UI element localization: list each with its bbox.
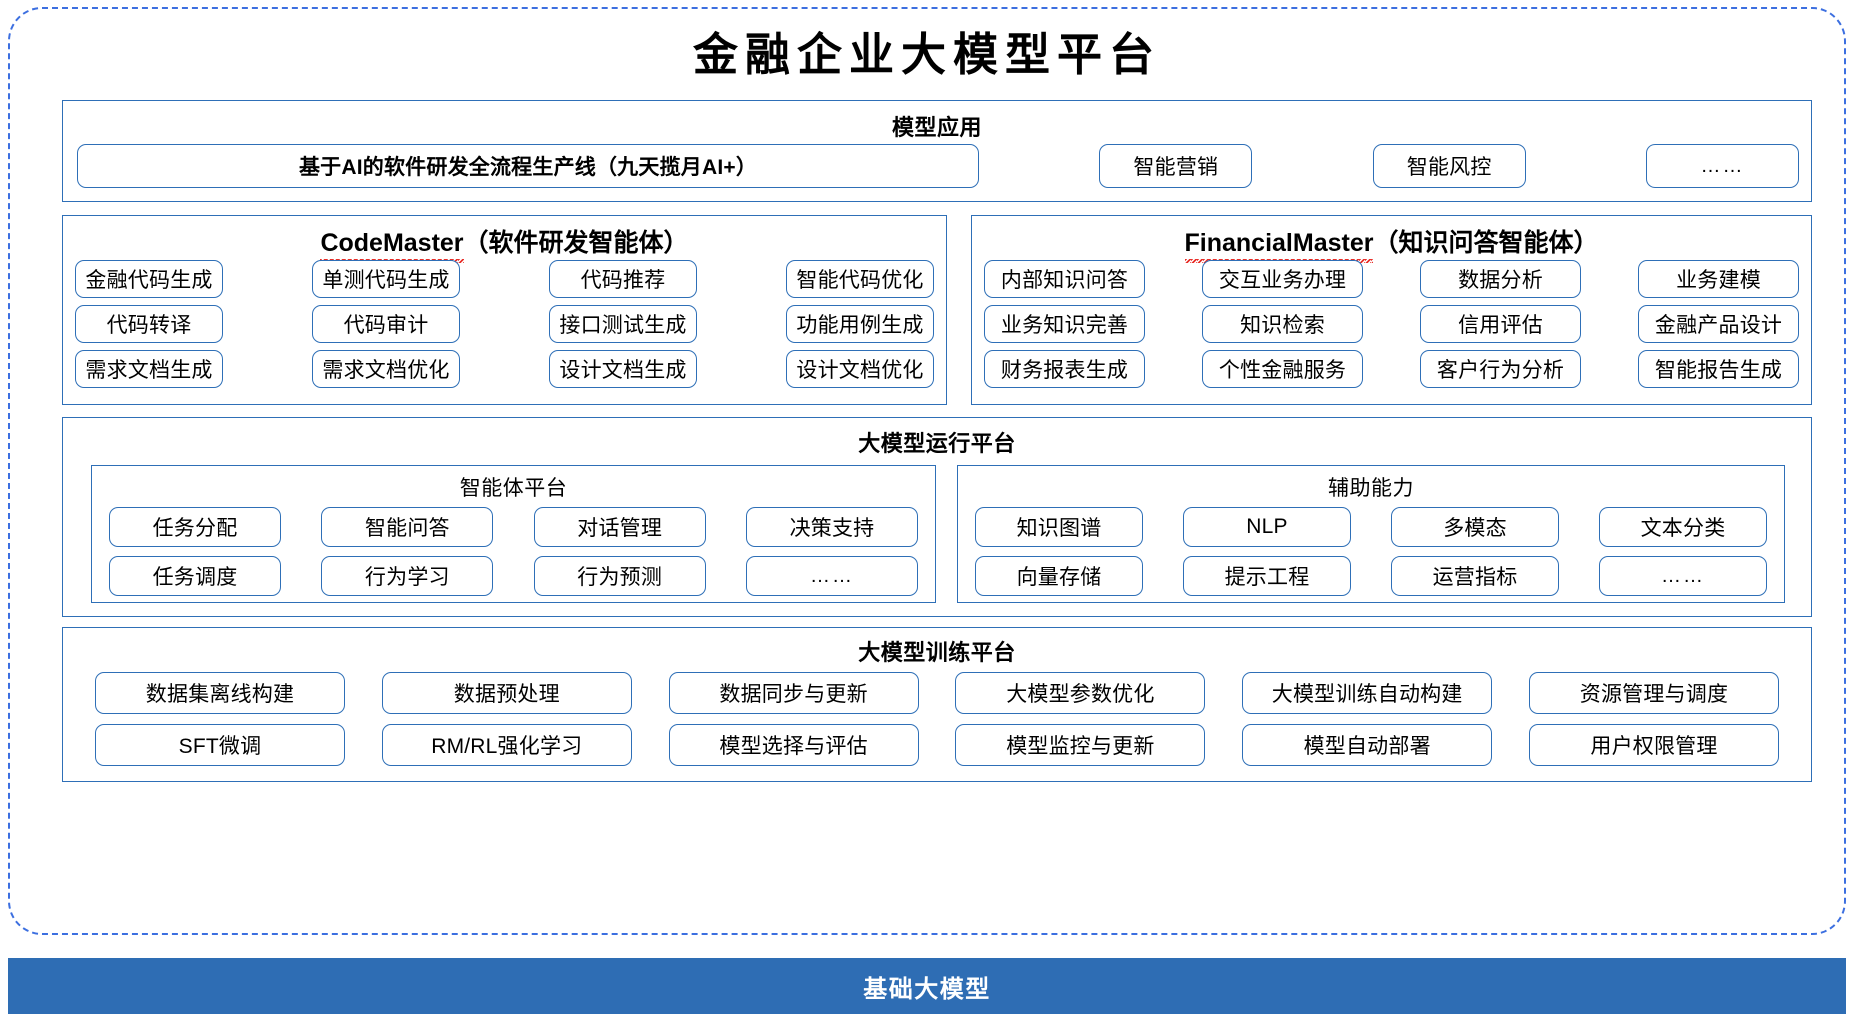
chip-ai-software-pipeline[interactable]: 基于AI的软件研发全流程生产线（九天揽月AI+） xyxy=(77,144,979,188)
section-title-model-application: 模型应用 xyxy=(891,115,982,140)
chip-code-1-2[interactable]: 单测代码生成 xyxy=(312,260,460,298)
chip-code-1-1[interactable]: 金融代码生成 xyxy=(75,260,223,298)
chip-fin-3-2[interactable]: 个性金融服务 xyxy=(1202,350,1363,388)
section-training-platform: 大模型训练平台 数据集离线构建 数据预处理 数据同步与更新 大模型参数优化 大模… xyxy=(62,627,1812,782)
chip-aux-1-2[interactable]: NLP xyxy=(1183,507,1351,547)
section-title-runtime-platform: 大模型运行平台 xyxy=(858,431,1016,456)
chip-train-2-5[interactable]: 模型自动部署 xyxy=(1242,724,1493,766)
chip-aux-1-3[interactable]: 多模态 xyxy=(1391,507,1559,547)
subsection-agent-platform: 智能体平台 任务分配 智能问答 对话管理 决策支持 任务调度 行为学习 行为预测… xyxy=(91,465,936,603)
table-row: 任务调度 行为学习 行为预测 …… xyxy=(109,556,918,596)
chip-smart-risk-control[interactable]: 智能风控 xyxy=(1372,144,1526,188)
chip-fin-2-2[interactable]: 知识检索 xyxy=(1202,305,1363,343)
section-codemaster: CodeMaster（软件研发智能体） 金融代码生成 单测代码生成 代码推荐 智… xyxy=(62,215,947,405)
subsection-title-auxiliary-capability: 辅助能力 xyxy=(1328,477,1414,500)
chip-train-2-2[interactable]: RM/RL强化学习 xyxy=(381,724,632,766)
section-runtime-platform: 大模型运行平台 智能体平台 任务分配 智能问答 对话管理 决策支持 任务调度 行… xyxy=(62,417,1812,617)
financialmaster-capability-grid: 内部知识问答 交互业务办理 数据分析 业务建模 业务知识完善 知识检索 信用评估… xyxy=(984,260,1799,388)
chip-train-2-4[interactable]: 模型监控与更新 xyxy=(955,724,1206,766)
chip-code-2-1[interactable]: 代码转译 xyxy=(75,305,223,343)
chip-fin-1-3[interactable]: 数据分析 xyxy=(1420,260,1581,298)
table-row: 财务报表生成 个性金融服务 客户行为分析 智能报告生成 xyxy=(984,350,1799,388)
chip-aux-1-1[interactable]: 知识图谱 xyxy=(975,507,1143,547)
table-row: 知识图谱 NLP 多模态 文本分类 xyxy=(975,507,1767,547)
chip-aux-2-1[interactable]: 向量存储 xyxy=(975,556,1143,596)
chip-code-2-2[interactable]: 代码审计 xyxy=(312,305,460,343)
chip-agentp-2-2[interactable]: 行为学习 xyxy=(321,556,494,596)
chip-code-3-2[interactable]: 需求文档优化 xyxy=(312,350,460,388)
table-row: 业务知识完善 知识检索 信用评估 金融产品设计 xyxy=(984,305,1799,343)
section-title-codemaster: CodeMaster（软件研发智能体） xyxy=(63,223,946,263)
financialmaster-name: FinancialMaster xyxy=(1184,229,1373,263)
table-row: 数据集离线构建 数据预处理 数据同步与更新 大模型参数优化 大模型训练自动构建 … xyxy=(95,672,1779,714)
chip-code-1-4[interactable]: 智能代码优化 xyxy=(786,260,934,298)
table-row: 金融代码生成 单测代码生成 代码推荐 智能代码优化 xyxy=(75,260,934,298)
chip-fin-2-3[interactable]: 信用评估 xyxy=(1420,305,1581,343)
chip-train-1-4[interactable]: 大模型参数优化 xyxy=(955,672,1206,714)
chip-fin-3-3[interactable]: 客户行为分析 xyxy=(1420,350,1581,388)
chip-train-2-6[interactable]: 用户权限管理 xyxy=(1528,724,1779,766)
chip-agentp-1-2[interactable]: 智能问答 xyxy=(321,507,494,547)
chip-agentp-more[interactable]: …… xyxy=(745,556,918,596)
chip-fin-2-4[interactable]: 金融产品设计 xyxy=(1638,305,1799,343)
table-row: SFT微调 RM/RL强化学习 模型选择与评估 模型监控与更新 模型自动部署 用… xyxy=(95,724,1779,766)
codemaster-name: CodeMaster xyxy=(320,229,464,263)
chip-code-2-3[interactable]: 接口测试生成 xyxy=(549,305,697,343)
section-title-training-platform: 大模型训练平台 xyxy=(858,640,1016,665)
chip-agentp-1-1[interactable]: 任务分配 xyxy=(109,507,281,547)
subsection-title-agent-platform: 智能体平台 xyxy=(459,477,568,500)
training-platform-grid: 数据集离线构建 数据预处理 数据同步与更新 大模型参数优化 大模型训练自动构建 … xyxy=(95,672,1779,766)
base-model-label: 基础大模型 xyxy=(863,975,991,1003)
chip-smart-marketing[interactable]: 智能营销 xyxy=(1099,144,1253,188)
chip-fin-1-2[interactable]: 交互业务办理 xyxy=(1202,260,1363,298)
chip-code-1-3[interactable]: 代码推荐 xyxy=(549,260,697,298)
chip-train-1-3[interactable]: 数据同步与更新 xyxy=(668,672,919,714)
chip-fin-1-1[interactable]: 内部知识问答 xyxy=(984,260,1145,298)
chip-train-1-5[interactable]: 大模型训练自动构建 xyxy=(1242,672,1493,714)
chip-code-2-4[interactable]: 功能用例生成 xyxy=(786,305,934,343)
chip-train-2-1[interactable]: SFT微调 xyxy=(95,724,345,766)
chip-aux-2-2[interactable]: 提示工程 xyxy=(1183,556,1351,596)
auxiliary-capability-grid: 知识图谱 NLP 多模态 文本分类 向量存储 提示工程 运营指标 …… xyxy=(975,507,1767,596)
subsection-auxiliary-capability: 辅助能力 知识图谱 NLP 多模态 文本分类 向量存储 提示工程 运营指标 …… xyxy=(957,465,1785,603)
section-financialmaster: FinancialMaster（知识问答智能体） 内部知识问答 交互业务办理 数… xyxy=(971,215,1812,405)
chip-train-1-2[interactable]: 数据预处理 xyxy=(381,672,632,714)
diagram-outer-frame: 金融企业大模型平台 模型应用 基于AI的软件研发全流程生产线（九天揽月AI+） … xyxy=(8,7,1846,935)
chip-fin-3-1[interactable]: 财务报表生成 xyxy=(984,350,1145,388)
chip-code-3-3[interactable]: 设计文档生成 xyxy=(549,350,697,388)
chip-agentp-1-3[interactable]: 对话管理 xyxy=(533,507,706,547)
table-row: 内部知识问答 交互业务办理 数据分析 业务建模 xyxy=(984,260,1799,298)
chip-agentp-2-3[interactable]: 行为预测 xyxy=(533,556,706,596)
chip-aux-1-4[interactable]: 文本分类 xyxy=(1599,507,1767,547)
base-model-bar: 基础大模型 xyxy=(8,958,1846,1014)
chip-train-2-3[interactable]: 模型选择与评估 xyxy=(668,724,919,766)
section-model-application: 模型应用 基于AI的软件研发全流程生产线（九天揽月AI+） 智能营销 智能风控 … xyxy=(62,100,1812,202)
chip-aux-more[interactable]: …… xyxy=(1599,556,1767,596)
model-application-chip-row: 基于AI的软件研发全流程生产线（九天揽月AI+） 智能营销 智能风控 …… xyxy=(77,144,1799,188)
chip-fin-2-1[interactable]: 业务知识完善 xyxy=(984,305,1145,343)
table-row: 任务分配 智能问答 对话管理 决策支持 xyxy=(109,507,918,547)
financialmaster-suffix: （知识问答智能体） xyxy=(1373,229,1599,257)
chip-fin-1-4[interactable]: 业务建模 xyxy=(1638,260,1799,298)
chip-code-3-1[interactable]: 需求文档生成 xyxy=(75,350,223,388)
chip-aux-2-3[interactable]: 运营指标 xyxy=(1391,556,1559,596)
chip-fin-3-4[interactable]: 智能报告生成 xyxy=(1638,350,1799,388)
codemaster-suffix: （软件研发智能体） xyxy=(463,229,689,257)
chip-agentp-2-1[interactable]: 任务调度 xyxy=(109,556,281,596)
page-title: 金融企业大模型平台 xyxy=(692,30,1161,80)
chip-code-3-4[interactable]: 设计文档优化 xyxy=(786,350,934,388)
chip-more-applications[interactable]: …… xyxy=(1645,144,1799,188)
table-row: 需求文档生成 需求文档优化 设计文档生成 设计文档优化 xyxy=(75,350,934,388)
table-row: 代码转译 代码审计 接口测试生成 功能用例生成 xyxy=(75,305,934,343)
chip-agentp-1-4[interactable]: 决策支持 xyxy=(745,507,918,547)
table-row: 向量存储 提示工程 运营指标 …… xyxy=(975,556,1767,596)
chip-train-1-6[interactable]: 资源管理与调度 xyxy=(1528,672,1779,714)
agent-platform-grid: 任务分配 智能问答 对话管理 决策支持 任务调度 行为学习 行为预测 …… xyxy=(109,507,918,596)
chip-train-1-1[interactable]: 数据集离线构建 xyxy=(95,672,345,714)
section-title-financialmaster: FinancialMaster（知识问答智能体） xyxy=(972,223,1811,263)
codemaster-capability-grid: 金融代码生成 单测代码生成 代码推荐 智能代码优化 代码转译 代码审计 接口测试… xyxy=(75,260,934,388)
